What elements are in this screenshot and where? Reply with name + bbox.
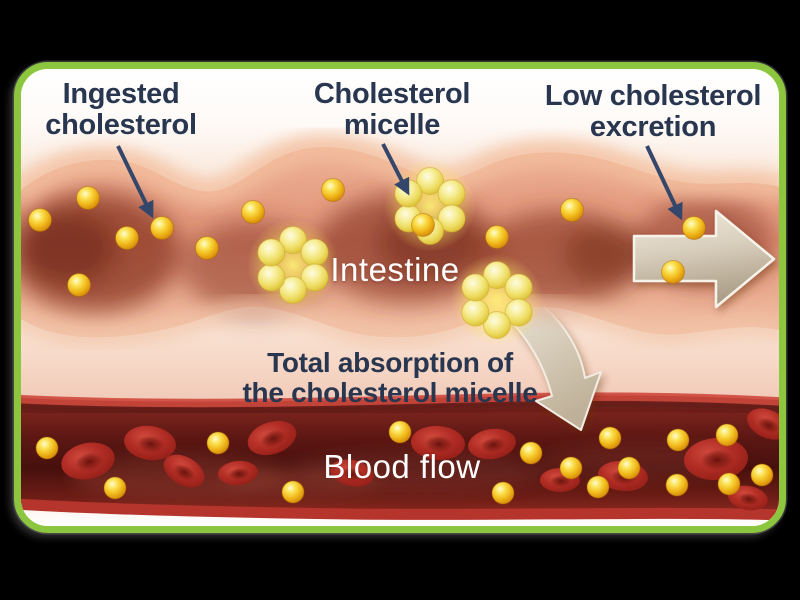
blood-cholesterol-spheres [35,420,774,505]
label-cholesterol-micelle: Cholesterol micelle [313,78,471,142]
cholesterol-sphere [28,208,52,232]
red-blood-cell [61,442,115,480]
label-line: cholesterol [45,109,197,142]
label-low-cholesterol-excretion: Low cholesterol excretion [544,80,762,144]
cholesterol-sphere [150,216,174,240]
cholesterol-sphere [617,456,641,480]
cholesterol-sphere [388,420,412,444]
label-line: Ingested [62,78,180,110]
red-blood-cell [163,454,205,488]
cholesterol-sphere [666,428,690,452]
cholesterol-sphere [598,426,622,450]
cholesterol-sphere [76,186,100,210]
cholesterol-sphere [491,481,515,505]
red-blood-cell [218,460,258,486]
cholesterol-sphere [206,431,230,455]
red-blood-cell [728,485,768,511]
cholesterol-sphere [519,441,543,465]
label-line: Total absorption of [267,347,513,378]
excretion-pointer-arrow-icon [645,145,683,221]
cholesterol-sphere [559,456,583,480]
ingested-pointer-arrow-icon [116,145,154,219]
red-blood-cell [330,459,374,487]
red-blood-cell [747,408,779,440]
vessel-bottom-rim [21,498,779,521]
label-line: Cholesterol [313,78,471,110]
cholesterol-sphere [586,475,610,499]
cholesterol-micelle [247,219,339,311]
red-blood-cell [124,425,176,461]
cholesterol-sphere [195,236,219,260]
cholesterol-sphere [665,473,689,497]
cholesterol-sphere [67,273,91,297]
cholesterol-micelle [451,254,543,346]
label-blood-flow: Blood flow [323,448,481,485]
diagram-svg [21,69,779,526]
red-blood-cell [684,437,748,481]
label-pointer-arrows [116,143,683,221]
label-ingested-cholesterol: Ingested cholesterol [45,78,197,142]
red-blood-cell [247,420,297,456]
red-blood-cells [61,408,779,511]
cholesterol-sphere [682,216,706,240]
cholesterol-sphere [281,480,305,504]
cholesterol-sphere [321,178,345,202]
cholesterol-sphere [103,476,127,500]
cholesterol-sphere [717,472,741,496]
cholesterol-sphere [750,463,774,487]
diagram-card: Ingested cholesterol Cholesterol micelle… [14,62,786,533]
cholesterol-sphere [560,198,584,222]
cholesterol-sphere [411,213,435,237]
label-total-absorption: Total absorption of the cholesterol mice… [243,348,538,408]
intestine-cholesterol-spheres [28,178,706,297]
micelle-pointer-arrow-icon [381,143,410,196]
cholesterol-sphere [241,200,265,224]
cholesterol-sphere [715,423,739,447]
excretion-right-arrow-icon [632,209,776,309]
blood-vessel [21,392,779,521]
label-line: the cholesterol micelle [242,376,538,408]
cholesterol-sphere [35,436,59,460]
label-line: micelle [343,109,441,142]
vessel-top-rim [21,392,779,408]
label-line: Low cholesterol [544,80,762,112]
red-blood-cell [468,428,516,460]
cholesterol-sphere [485,225,509,249]
cholesterol-sphere [115,226,139,250]
label-line: excretion [589,111,717,144]
cholesterol-sphere [661,260,685,284]
label-intestine: Intestine [330,251,460,288]
red-blood-cell [411,425,465,461]
